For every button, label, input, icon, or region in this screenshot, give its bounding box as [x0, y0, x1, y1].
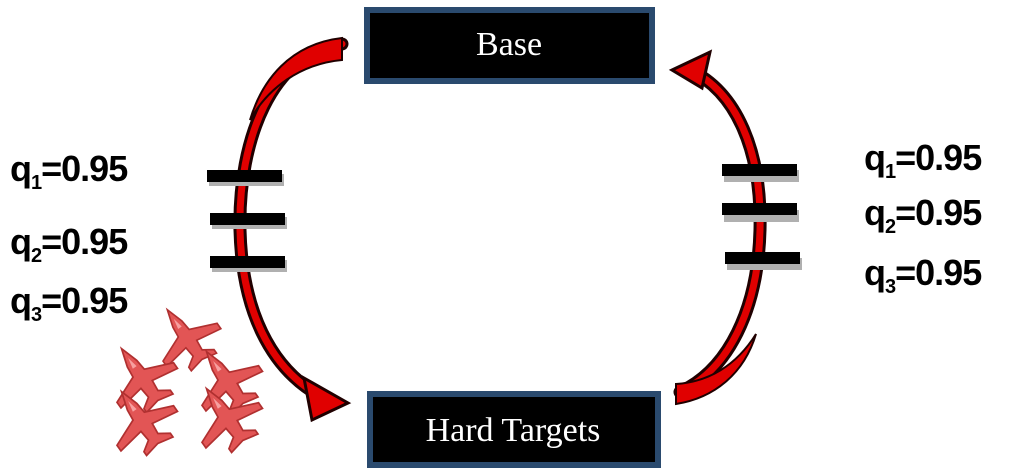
base-node: Base [364, 7, 655, 84]
left-q2-label: q2=0.95 [10, 221, 128, 267]
barrier-bar-icon [722, 203, 799, 222]
left-q1-label: q1=0.95 [10, 148, 128, 194]
base-label: Base [476, 26, 542, 63]
return-arrow [668, 49, 767, 406]
right-q1-label: q1=0.95 [864, 137, 982, 183]
hard-targets-node: Hard Targets [367, 391, 661, 468]
barrier-bar-icon [210, 256, 287, 272]
left-probability-list: q1=0.95 q2=0.95 q3=0.95 [10, 148, 129, 326]
left-barrier-group [207, 170, 287, 272]
hard-targets-label: Hard Targets [426, 412, 601, 449]
barrier-bar-icon [207, 170, 284, 186]
outbound-arrow [233, 36, 352, 423]
right-q3-label: q3=0.95 [864, 252, 982, 298]
right-q2-label: q2=0.95 [864, 192, 982, 238]
barrier-bar-icon [725, 252, 802, 270]
barrier-bar-icon [210, 213, 287, 229]
right-probability-list: q1=0.95 q2=0.95 q3=0.95 [864, 137, 983, 298]
left-q3-label: q3=0.95 [10, 280, 128, 326]
right-barrier-group [722, 164, 802, 270]
barrier-bar-icon [722, 164, 799, 182]
